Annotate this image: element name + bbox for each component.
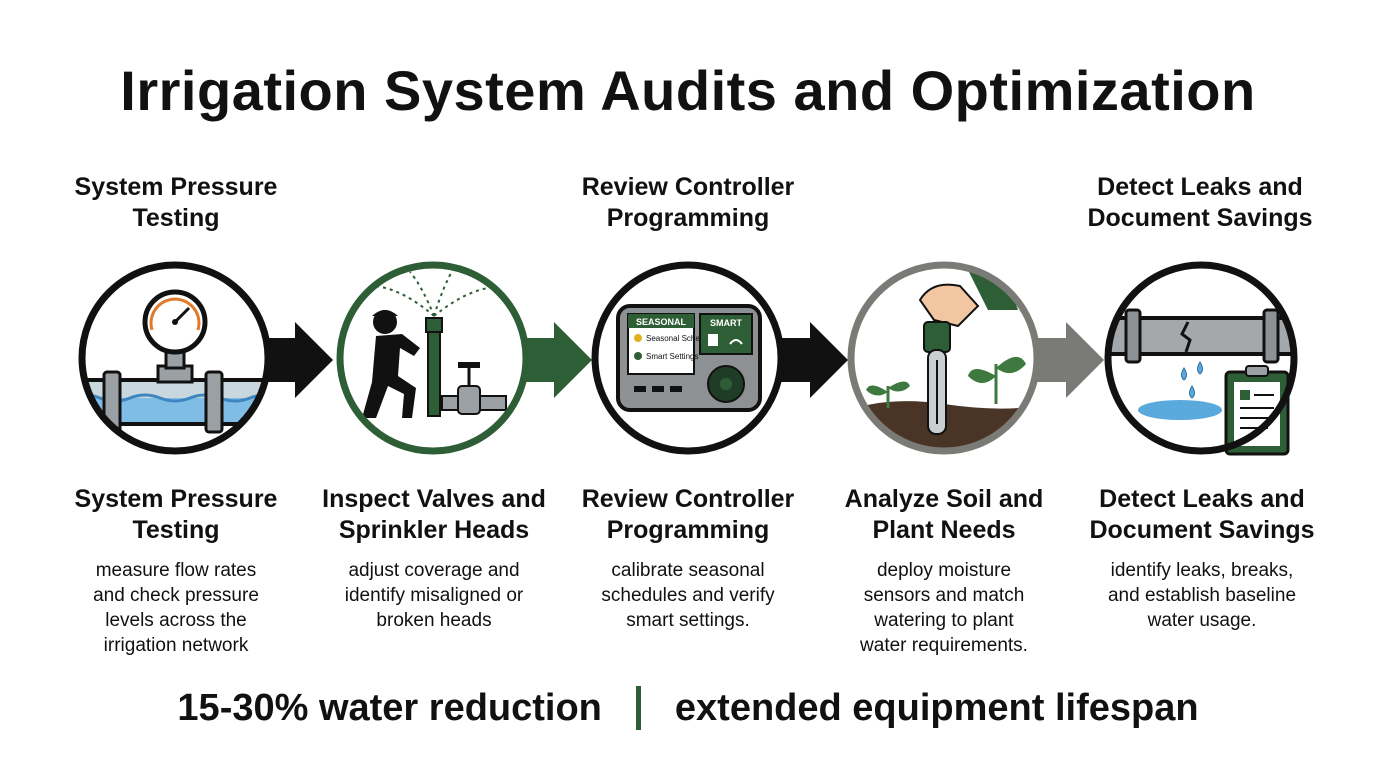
arrow-3-icon (778, 322, 848, 398)
soil-moisture-sensor-icon (847, 261, 1041, 455)
arrow-4-icon (1034, 322, 1104, 398)
technician-sprinkler-valve-icon (336, 261, 530, 455)
pressure-gauge-pipe-icon (78, 261, 272, 455)
irrigation-controller-icon: SEASONAL Seasonal Schedules Smart Settin… (591, 261, 785, 455)
arrow-1-icon (265, 322, 333, 398)
controller-line-2: Smart Settings (646, 352, 698, 361)
page-title: Irrigation System Audits and Optimizatio… (120, 59, 1256, 122)
leaking-pipe-clipboard-icon (1104, 261, 1298, 456)
footer-divider (635, 686, 641, 730)
controller-left-tab: SEASONAL (636, 317, 687, 327)
controller-line-1: Seasonal Schedules (646, 334, 719, 343)
arrow-2-icon (522, 322, 592, 398)
footer-equipment-lifespan: extended equipment lifespan (674, 686, 1199, 729)
step-5-description: identify leaks, breaks,and establish bas… (1107, 560, 1297, 631)
footer-water-reduction: 15-30% water reduction (177, 686, 602, 729)
controller-right-tab: SMART (710, 318, 742, 328)
footer-benefits: 15-30% water reduction extended equipmen… (0, 686, 1376, 730)
